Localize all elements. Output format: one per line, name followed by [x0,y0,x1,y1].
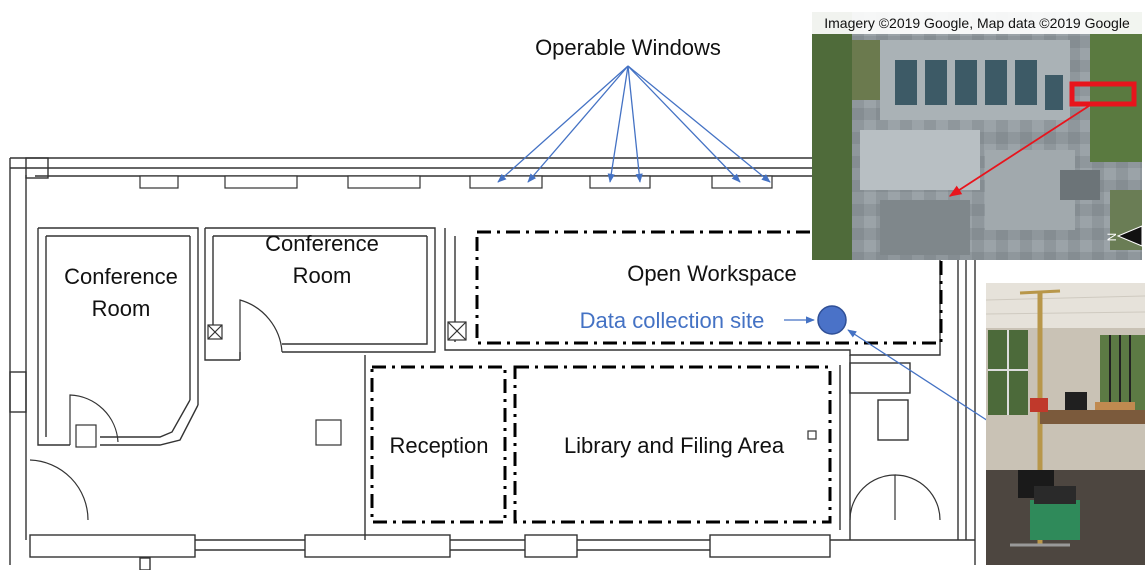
window-arrow [627,65,741,183]
conference-room-1-label-line1: Conference [64,264,178,289]
data-collection-dot [817,305,847,335]
building-walls [9,157,976,570]
satellite-map-inset: Imagery ©2019 Google, Map data ©2019 Goo… [812,12,1143,260]
reception-label: Reception [389,433,488,458]
open-workspace-label: Open Workspace [627,261,797,286]
map-attribution: Imagery ©2019 Google, Map data ©2019 Goo… [824,15,1130,31]
data-collection-annotation: Data collection site [580,305,1003,431]
north-arrow-icon: N [1105,225,1143,247]
open-workspace-zone [475,230,943,345]
zone-boundaries [370,230,943,524]
window-arrow [607,65,629,183]
window-arrow [527,65,629,183]
library-label: Library and Filing Area [564,433,785,458]
photo-inset [985,283,1145,565]
library-zone [513,365,832,524]
data-collection-label: Data collection site [580,308,765,333]
window-arrow [497,65,629,183]
fixtures [75,321,817,448]
operable-windows-label: Operable Windows [535,35,721,60]
conference-room-1-label-line2: Room [92,296,151,321]
room-labels: Conference Room Conference Room Open Wor… [64,231,797,458]
north-label: N [1105,233,1119,242]
conference-room-2-label-line1: Conference [265,231,379,256]
conference-room-2-label-line2: Room [293,263,352,288]
reception-zone [370,365,507,524]
window-arrow [627,65,771,183]
operable-windows-annotation: Operable Windows [497,35,771,183]
window-arrow [627,65,643,183]
door-swings [29,299,941,521]
office-highlight [1069,81,1137,107]
